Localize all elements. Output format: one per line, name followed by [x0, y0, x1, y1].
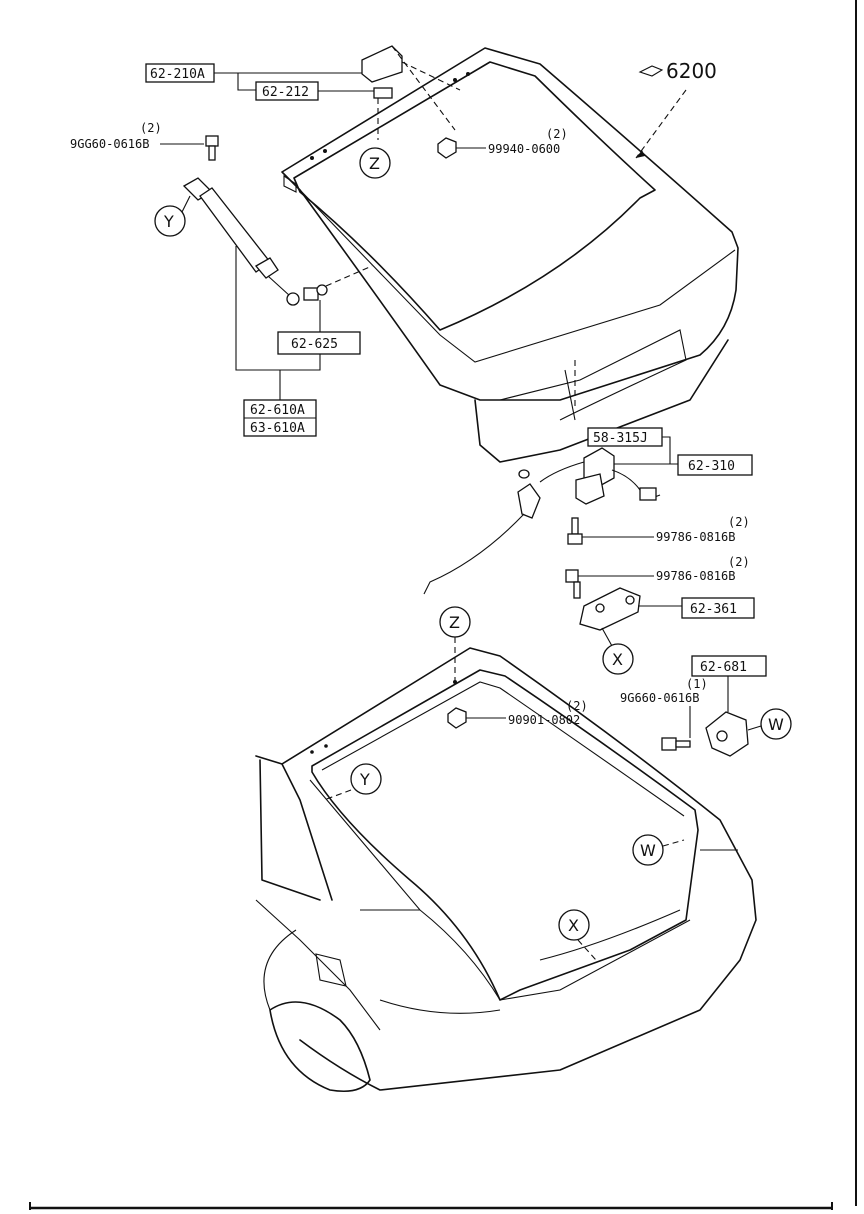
liftgate-panel: [281, 47, 739, 463]
callout-w-top-label: W: [768, 715, 784, 734]
bolt-4-icon: [661, 737, 691, 751]
bolt-3-qty: (2): [728, 555, 750, 569]
bolt-3-label: 99786-0816B: [656, 569, 735, 583]
callout-z-bottom-label: Z: [449, 613, 460, 632]
nut-2-icon: [447, 707, 467, 729]
stud-label: 62-625: [291, 337, 338, 352]
bolt-1-label: 9GG60-0616B: [70, 137, 149, 151]
label-box-bumper: [691, 655, 767, 677]
callout-y-bottom-label: Y: [359, 770, 370, 789]
damper-b-label: 63-610A: [250, 421, 305, 436]
bolt-1-icon: [205, 135, 219, 161]
car-body: [255, 647, 757, 1093]
nut-2-label: 90901-0802: [508, 713, 580, 727]
bolt-4-qty: (1): [686, 677, 708, 691]
callout-x-top-label: X: [612, 650, 623, 669]
striker-icon: [579, 587, 641, 631]
callout-y-top: [154, 205, 186, 237]
bolt-2-label: 99786-0816B: [656, 530, 735, 544]
gas-damper-icon: [182, 177, 300, 306]
callout-w-bottom: [632, 834, 664, 866]
ball-stud-icon: [303, 265, 373, 301]
nut-1-label: 99940-0600: [488, 142, 560, 156]
nut-2-qty: (2): [566, 699, 588, 713]
bolt-3-icon: [565, 569, 581, 599]
hinge-b-label: 62-212: [262, 85, 309, 100]
nut-1-qty: (2): [546, 127, 568, 141]
group-ref-label: 6200: [666, 59, 717, 83]
bolt-2-qty: (2): [728, 515, 750, 529]
callout-x-bottom: [558, 909, 590, 941]
bolt-2-icon: [567, 517, 583, 545]
nut-1-icon: [437, 137, 457, 159]
lock-assembly-icon: [423, 447, 661, 595]
callout-y-top-label: Y: [163, 212, 174, 231]
bumper-label: 62-681: [700, 660, 747, 675]
callout-z-top: [359, 147, 391, 179]
damper-a-label: 62-610A: [250, 403, 305, 418]
striker-label: 62-361: [690, 602, 737, 617]
group-reference: 6200: [635, 59, 717, 159]
label-box-lock-b: [677, 454, 753, 476]
bolt-1-qty: (2): [140, 121, 162, 135]
hinge-assembly: [361, 45, 461, 140]
lock-b-label: 62-310: [688, 459, 735, 474]
bumper-icon: [705, 711, 749, 757]
callout-z-top-label: Z: [369, 154, 380, 173]
lock-a-label: 58-315J: [593, 431, 648, 446]
hinge-a-label: 62-210A: [150, 67, 205, 82]
callout-x-top: [602, 643, 634, 675]
bolt-4-label: 9G660-0616B: [620, 691, 699, 705]
callout-y-bottom: [350, 763, 382, 795]
label-box-striker: [681, 597, 755, 619]
callout-x-bottom-label: X: [568, 916, 579, 935]
callout-w-bottom-label: W: [640, 841, 656, 860]
callout-w-top: [760, 708, 792, 740]
label-box-stud: [277, 331, 361, 355]
